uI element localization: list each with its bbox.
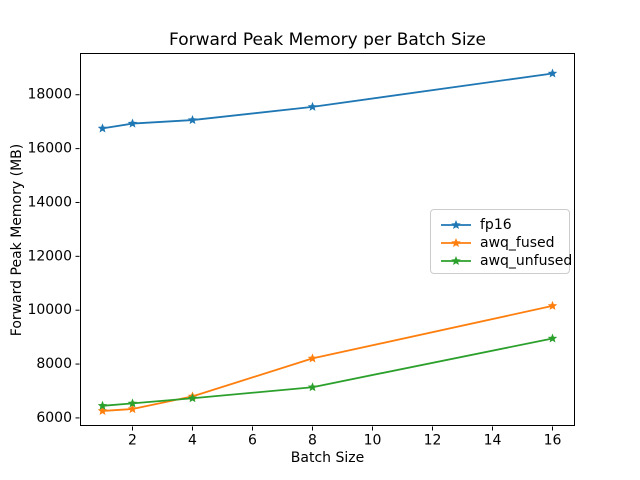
legend: fp16 awq_fused awq_unfused [430, 209, 572, 274]
legend-swatch-line-star-icon [441, 256, 471, 266]
x-tick-label: 6 [248, 433, 257, 449]
data-point-marker [547, 300, 558, 310]
series-awq_unfused [97, 333, 558, 410]
x-tick-label: 8 [308, 433, 317, 449]
y-tick-label: 12000 [27, 248, 72, 264]
plot-frame [80, 53, 575, 426]
x-tick-label: 14 [484, 433, 502, 449]
x-tick-label: 4 [188, 433, 197, 449]
series-fp16 [97, 68, 558, 133]
y-ticks: 6000 8000 10000 12000 14000 16000 18000 [27, 87, 80, 426]
series-line [102, 305, 553, 412]
y-tick-label: 6000 [36, 410, 72, 426]
data-point-marker [127, 118, 138, 128]
x-ticks: 2 4 6 8 10 12 14 16 [128, 426, 562, 449]
data-point-marker [97, 400, 108, 410]
x-axis-label: Batch Size [290, 450, 365, 466]
legend-item-fp16: fp16 [440, 216, 560, 234]
data-point-marker [307, 353, 318, 363]
data-point-marker [97, 123, 108, 133]
x-tick-label: 16 [544, 433, 562, 449]
y-axis-label: Forward Peak Memory (MB) [9, 143, 25, 337]
series-line [102, 337, 553, 407]
legend-item-awq-unfused: awq_unfused [440, 252, 572, 270]
series-line [102, 72, 553, 130]
legend-item-awq-fused: awq_fused [440, 234, 560, 252]
y-tick-label: 8000 [36, 356, 72, 372]
y-tick-label: 10000 [27, 302, 72, 318]
y-tick-label: 16000 [27, 141, 72, 157]
data-point-marker [187, 115, 198, 125]
data-point-marker [307, 101, 318, 111]
y-tick-label: 14000 [27, 194, 72, 210]
series-awq_fused [97, 300, 558, 415]
data-point-marker [127, 398, 138, 408]
data-point-marker [547, 333, 558, 343]
legend-label: fp16 [480, 217, 512, 233]
x-tick-label: 2 [128, 433, 137, 449]
legend-label: awq_unfused [480, 253, 573, 269]
data-point-marker [127, 404, 138, 414]
legend-label: awq_fused [480, 235, 555, 251]
legend-swatch-line-star-icon [441, 238, 471, 248]
y-tick-label: 18000 [27, 87, 72, 103]
data-point-marker [307, 382, 318, 392]
data-point-marker [187, 393, 198, 403]
x-tick-label: 12 [424, 433, 442, 449]
chart-title: Forward Peak Memory per Batch Size [169, 30, 486, 50]
x-tick-label: 10 [364, 433, 382, 449]
data-point-marker [97, 405, 108, 415]
legend-swatch-line-star-icon [441, 220, 471, 230]
data-point-marker [547, 68, 558, 78]
